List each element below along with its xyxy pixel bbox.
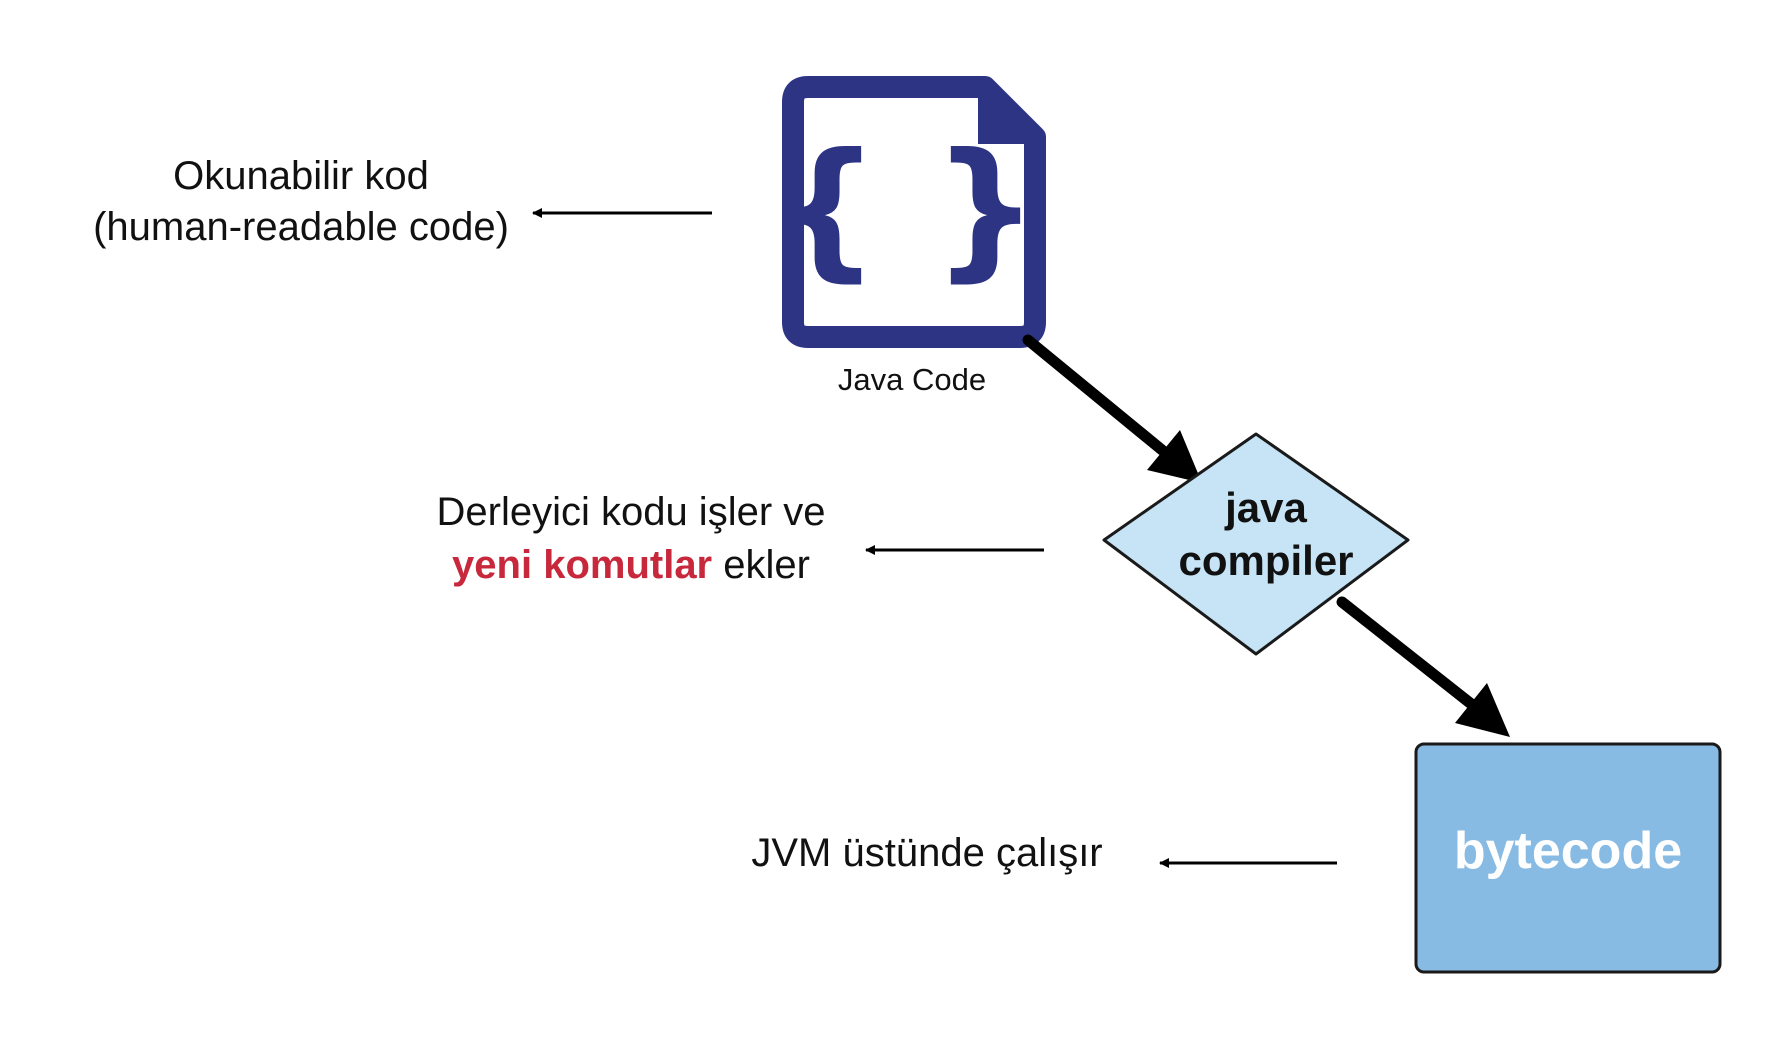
compiler-diamond-shape (1102, 432, 1410, 656)
annotation-readable-line2: (human-readable code) (93, 205, 509, 249)
highlight-new-commands: yeni komutlar (452, 543, 712, 587)
annotation-compiler-line2: yeni komutlar ekler (452, 543, 810, 587)
compiler-label-line2: compiler (1178, 537, 1353, 584)
curly-braces-glyph: { } (773, 122, 1039, 296)
compiler-label-line1: java (1224, 484, 1307, 531)
code-file-icon: { } (773, 76, 1046, 348)
compiler-diamond: java compiler (1102, 432, 1410, 656)
file-outline (782, 76, 1046, 348)
annotation-runs-on-jvm: JVM üstünde çalışır (751, 831, 1102, 875)
bytecode-box-shape (1414, 742, 1722, 974)
annotation-compiler-line2-rest: ekler (712, 543, 810, 587)
flow-arrow-code-to-compiler (1022, 334, 1202, 483)
flow-arrow-compiler-to-bytecode (1336, 596, 1510, 737)
java-code-label: Java Code (838, 362, 986, 397)
bytecode-label: bytecode (1454, 822, 1682, 880)
annotation-readable-line1: Okunabilir kod (173, 154, 429, 198)
file-corner-fold (978, 77, 1045, 144)
bytecode-box: bytecode (1414, 742, 1722, 974)
annotation-compiler-line1: Derleyici kodu işler ve (436, 490, 825, 534)
